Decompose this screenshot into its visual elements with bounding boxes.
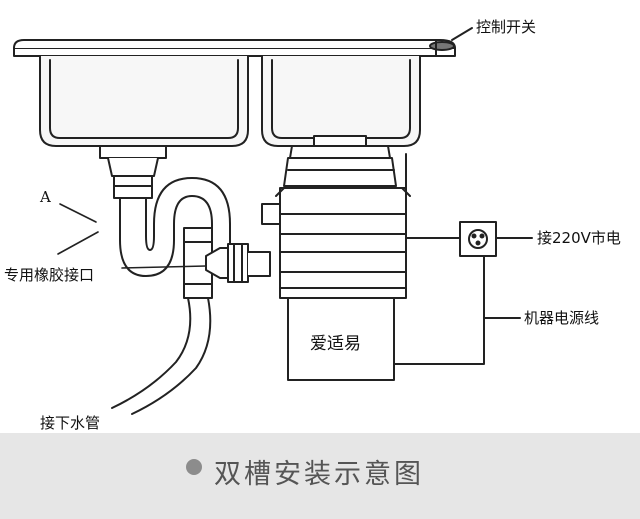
rubber-connector-label: 专用橡胶接口	[4, 266, 95, 284]
control-switch-icon	[429, 41, 455, 51]
drain-hose	[111, 297, 212, 415]
power-connection-label: 接220V市电	[537, 229, 621, 247]
right-sink-basin	[261, 55, 421, 147]
point-a-leaders	[57, 203, 99, 255]
left-sink-basin	[39, 55, 249, 147]
connector-leader-line	[121, 265, 207, 269]
bullet-dot-icon	[186, 459, 202, 475]
power-wiring	[393, 39, 533, 365]
disposer-flange	[283, 135, 397, 187]
brand-label: 爱适易	[310, 334, 361, 354]
power-outlet-icon	[459, 221, 497, 257]
countertop	[13, 39, 456, 57]
control-switch-label: 控制开关	[476, 18, 537, 36]
rubber-connector	[205, 243, 271, 283]
point-a-label: A	[40, 188, 51, 206]
motor-base	[287, 297, 395, 381]
caption-bar	[0, 433, 640, 519]
left-drain-strainer	[99, 145, 167, 199]
switch-leader-line	[451, 27, 473, 41]
drain-pipe-label: 接下水管	[40, 414, 101, 432]
disposer-body	[275, 187, 411, 299]
machine-power-cord-label: 机器电源线	[524, 309, 600, 327]
p-trap-pipe	[119, 177, 231, 277]
diagram-caption: 双槽安装示意图	[214, 459, 424, 490]
